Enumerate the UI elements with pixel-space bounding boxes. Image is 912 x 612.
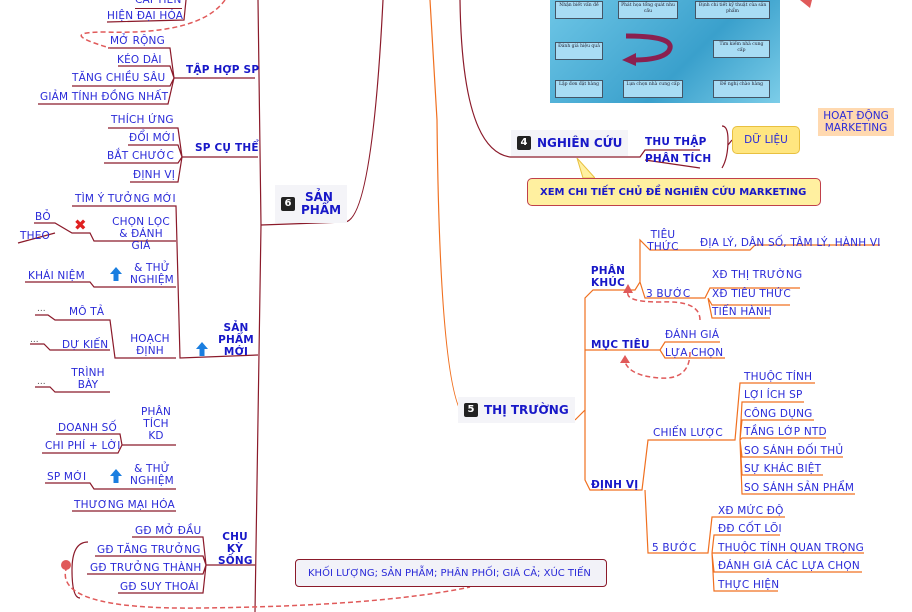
node-tieu-thuc[interactable]: TIÊU THỨC xyxy=(647,229,679,253)
node-sp-moi[interactable]: SP MỚI xyxy=(47,471,87,483)
node-chon-loc[interactable]: CHỌN LỌC & ĐÁNH GIÁ xyxy=(112,216,170,252)
node-chien-luoc-item[interactable]: LỢI ÍCH SP xyxy=(744,389,803,401)
node-doanh-so[interactable]: DOANH SỐ xyxy=(58,422,117,434)
node-3-buoc[interactable]: 3 BƯỚC xyxy=(646,288,691,300)
node-chu-ky-song[interactable]: CHU KỲ SỐNG xyxy=(218,531,253,567)
node-chien-luoc-item[interactable]: SO SÁNH SẢN PHẨM xyxy=(744,482,855,494)
topic-thi-truong[interactable]: 5 THỊ TRƯỜNG xyxy=(458,397,575,423)
topic-nghien-cuu[interactable]: 4 NGHIÊN CỨU xyxy=(511,130,629,156)
purchase-process-flowchart: Nhận biết vấn đề Phát họa tổng quát nhu … xyxy=(550,0,780,103)
node-giam-tinh-dong-nhat[interactable]: GIẢM TÍNH ĐỒNG NHẤT xyxy=(40,91,169,103)
node-cai-tien[interactable]: CẢI TIẾN xyxy=(135,0,182,9)
node-mo-rong[interactable]: MỞ RỘNG xyxy=(110,35,165,47)
topic-title: THỊ TRƯỜNG xyxy=(484,403,569,417)
node-sp-cu-the[interactable]: SP CỤ THỂ xyxy=(195,142,259,154)
topic-number-badge: 5 xyxy=(464,403,478,417)
node-gd-mo-dau[interactable]: GĐ MỞ ĐẦU xyxy=(135,525,202,537)
node-phan-tich[interactable]: PHÂN TÍCH xyxy=(645,153,712,165)
node-trinh-bay[interactable]: TRÌNH BÀY xyxy=(71,367,105,391)
node-doi-moi[interactable]: ĐỔI MỚI xyxy=(129,132,175,144)
node-thuong-mai-hoa[interactable]: THƯƠNG MẠI HÓA xyxy=(74,499,175,511)
node-bo[interactable]: BỎ xyxy=(35,211,51,223)
node-tien-hanh[interactable]: TIẾN HÀNH xyxy=(712,306,772,318)
cycle-arrow-icon xyxy=(622,33,673,66)
flow-step: Định chi tiết kỹ thuật của sản phẩm xyxy=(695,1,770,19)
arrow-up-icon xyxy=(110,469,122,483)
node-gd-tang-truong[interactable]: GĐ TĂNG TRƯỞNG xyxy=(97,544,201,556)
node-tieu-thuc-value[interactable]: ĐỊA LÝ, DÂN SỐ, TÂM LÝ, HÀNH VI xyxy=(700,237,881,249)
note-khoi-luong[interactable]: KHỐI LƯỢNG; SẢN PHẪM; PHÂN PHỐI; GIÁ CẢ;… xyxy=(295,559,607,587)
node-danh-gia[interactable]: ĐÁNH GIÁ xyxy=(665,329,720,341)
topic-san-pham[interactable]: 6 SẢN PHẨM xyxy=(275,185,347,223)
node-thich-ung[interactable]: THÍCH ỨNG xyxy=(111,114,174,126)
node-dinh-vi[interactable]: ĐỊNH VỊ xyxy=(591,479,639,491)
node-chien-luoc-item[interactable]: TẦNG LỚP NTD xyxy=(744,426,827,438)
flow-step: Nhận biết vấn đề xyxy=(555,1,603,19)
flow-step: Đánh giá hiệu quả xyxy=(555,42,603,60)
node-du-kien[interactable]: DỰ KIẾN xyxy=(62,339,109,351)
node-tang-chieu-sau[interactable]: TĂNG CHIỀU SÂU xyxy=(72,72,166,84)
topic-title: NGHIÊN CỨU xyxy=(537,136,623,150)
node-hien-dai-hoa[interactable]: HIỆN ĐẠI HÓA xyxy=(107,10,184,22)
flow-step: Phát họa tổng quát nhu cầu xyxy=(618,1,678,19)
node-chien-luoc[interactable]: CHIẾN LƯỢC xyxy=(653,427,723,439)
node-5-buoc-item[interactable]: THỰC HIỆN xyxy=(718,579,780,591)
node-tim-y-tuong[interactable]: TÌM Ý TƯỞNG MỚI xyxy=(75,193,176,205)
node-xd-thi-truong[interactable]: XĐ THỊ TRƯỜNG xyxy=(712,269,803,281)
flow-step: Tìm kiếm nhà cung cấp xyxy=(713,40,770,58)
node-5-buoc-item[interactable]: ĐĐ CỐT LÕI xyxy=(718,523,782,535)
node-muc-tieu[interactable]: MỤC TIÊU xyxy=(591,339,650,351)
node-dinh-vi-sp[interactable]: ĐỊNH VỊ xyxy=(133,169,176,181)
node-keo-dai[interactable]: KÉO DÀI xyxy=(117,54,162,66)
node-gd-suy-thoai[interactable]: GĐ SUY THOÁI xyxy=(120,581,199,593)
arrow-up-icon xyxy=(110,267,122,281)
node-san-pham-moi[interactable]: SẢN PHẨM MỚI xyxy=(218,322,254,358)
node-bat-chuoc[interactable]: BẮT CHƯỚC xyxy=(107,150,175,162)
topic-title: SẢN PHẨM xyxy=(301,190,342,217)
node-dots[interactable]: ... xyxy=(37,304,46,314)
node-khai-niem[interactable]: KHÁI NIỆM xyxy=(28,270,85,282)
node-lua-chon[interactable]: LỰA CHỌN xyxy=(665,347,724,359)
cross-icon: ✖ xyxy=(74,216,87,234)
callout-pointer xyxy=(576,158,595,179)
node-chien-luoc-item[interactable]: THUỘC TÍNH xyxy=(744,371,813,383)
node-mo-ta[interactable]: MÔ TẢ xyxy=(69,306,105,318)
node-chien-luoc-item[interactable]: CÔNG DỤNG xyxy=(744,408,813,420)
node-hoat-dong-marketing[interactable]: HOẠT ĐỘNG MARKETING xyxy=(818,108,894,136)
node-xd-tieu-thuc[interactable]: XĐ TIÊU THỨC xyxy=(712,288,791,300)
node-5-buoc-item[interactable]: THUỘC TÍNH QUAN TRỌNG xyxy=(718,542,865,554)
node-theo[interactable]: THEO xyxy=(20,230,51,242)
node-5-buoc[interactable]: 5 BƯỚC xyxy=(652,542,697,554)
node-dots[interactable]: ... xyxy=(30,335,39,345)
node-phan-khuc[interactable]: PHÂN KHÚC xyxy=(590,265,626,289)
node-chien-luoc-item[interactable]: SỰ KHÁC BIỆT xyxy=(744,463,822,475)
topic-number-badge: 4 xyxy=(517,136,531,150)
flow-step: Lựa chọn nhà cung cấp xyxy=(623,80,683,98)
node-thu-thap[interactable]: THU THẬP xyxy=(645,136,707,148)
node-dots[interactable]: ... xyxy=(37,377,46,387)
node-chi-phi[interactable]: CHI PHÍ + LỜI xyxy=(45,440,121,452)
arrow-up-icon xyxy=(196,342,208,356)
node-hoach-dinh[interactable]: HOẠCH ĐỊNH xyxy=(130,333,170,357)
node-chien-luoc-item[interactable]: SO SÁNH ĐỐI THỦ xyxy=(744,445,844,457)
node-phan-tich-kd[interactable]: PHÂN TÍCH KD xyxy=(140,406,172,442)
flow-step: Lập đơn đặt hàng xyxy=(555,80,603,98)
node-gd-truong-thanh[interactable]: GĐ TRƯỞNG THÀNH xyxy=(90,562,202,574)
node-5-buoc-item[interactable]: ĐÁNH GIÁ CÁC LỰA CHỌN xyxy=(718,560,860,572)
topic-number-badge: 6 xyxy=(281,197,295,211)
node-5-buoc-item[interactable]: XĐ MỨC ĐỘ xyxy=(718,505,784,517)
node-du-lieu[interactable]: DỮ LIỆU xyxy=(732,126,800,154)
node-thu-nghiem-sp[interactable]: & THỬ NGHIỆM xyxy=(130,463,174,487)
flow-step: Đề nghị chào hàng xyxy=(713,80,770,98)
node-thu-nghiem-khai-niem[interactable]: & THỬ NGHIỆM xyxy=(130,262,174,286)
link-nghien-cuu-marketing[interactable]: XEM CHI TIẾT CHỦ ĐỀ NGHIÊN CỨU MARKETING xyxy=(527,178,821,206)
node-tap-hop-sp[interactable]: TẬP HỢP SP xyxy=(186,64,260,76)
